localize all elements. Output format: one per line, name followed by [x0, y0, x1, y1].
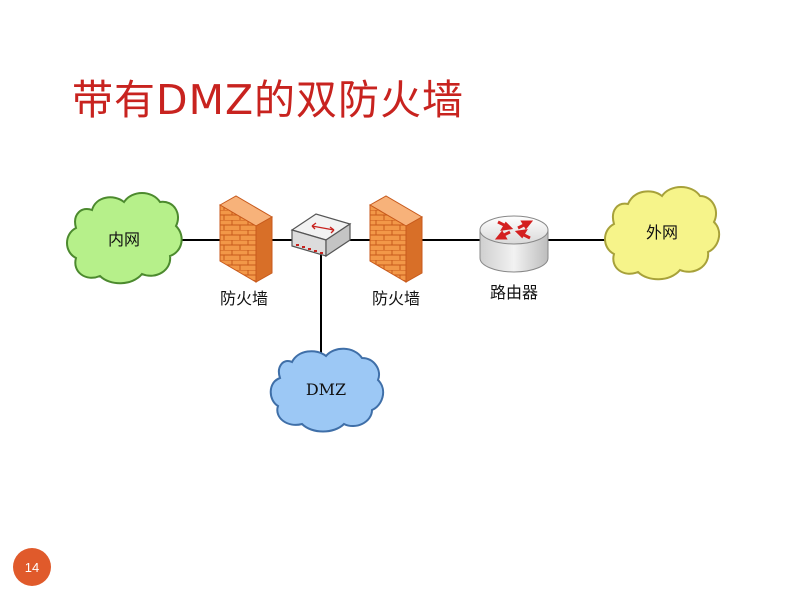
- firewall-1-label: 防火墙: [220, 289, 268, 308]
- cloud-icon: [269, 347, 385, 433]
- cloud-icon: [604, 186, 721, 281]
- page-title: 带有DMZ的双防火墙: [72, 76, 465, 124]
- switch: [290, 213, 352, 258]
- firewall-icon: [218, 195, 274, 283]
- router-icon: [479, 215, 549, 273]
- page-number: 14: [24, 559, 40, 575]
- dmz-cloud: DMZ: [269, 347, 385, 433]
- outer-network-label: 外网: [646, 223, 678, 242]
- cloud-icon: [66, 192, 183, 285]
- firewall-2-label: 防火墙: [372, 289, 420, 308]
- dmz-label: DMZ: [306, 380, 346, 399]
- outer-network-cloud: 外网: [604, 186, 721, 281]
- page-number-badge: 14: [13, 548, 51, 586]
- router-label: 路由器: [490, 283, 538, 302]
- firewall-icon: [368, 195, 424, 283]
- router: 路由器: [479, 215, 549, 302]
- inner-network-label: 内网: [108, 230, 140, 249]
- firewall-2: 防火墙: [368, 195, 424, 308]
- firewall-1: 防火墙: [218, 195, 274, 308]
- inner-network-cloud: 内网: [66, 192, 183, 285]
- switch-icon: [290, 213, 352, 258]
